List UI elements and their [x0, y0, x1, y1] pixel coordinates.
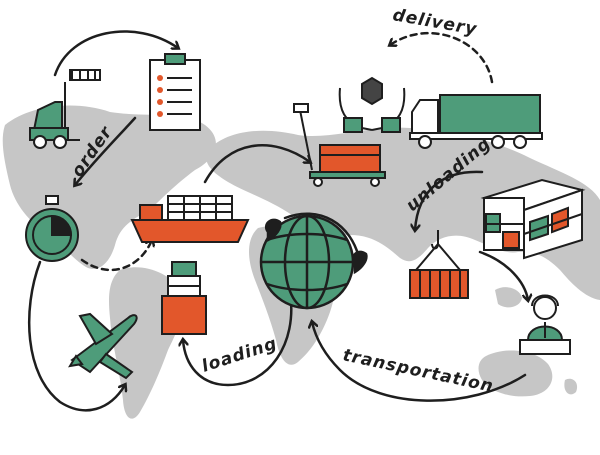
arrow-boxes-to-operator [478, 250, 528, 300]
cargo-ship-icon [130, 195, 250, 243]
flow-arrows [27, 30, 528, 412]
stopwatch-icon [25, 195, 79, 262]
truck-icon [409, 94, 543, 149]
arrow-globe-top [283, 212, 360, 262]
arrow-loading [183, 290, 293, 387]
forklift-icon [29, 69, 101, 149]
cargo-boxes-icon [480, 178, 586, 260]
hands-box-icon [338, 76, 406, 133]
clipboard-checklist-icon [149, 53, 201, 131]
crane-container-icon [409, 230, 469, 299]
operator-headset-icon [519, 294, 571, 355]
arrow-order-to-stopwatch [75, 116, 137, 185]
arrow-stopwatch-to-ship [80, 240, 152, 272]
container-stack-icon [161, 261, 207, 335]
pallet-jack-icon [293, 103, 386, 187]
arrow-transportation [312, 322, 527, 402]
arrow-unloading-to-crane [415, 170, 484, 230]
arrow-stopwatch-to-plane [27, 260, 125, 412]
airplane-icon [68, 312, 138, 380]
globe-icon [259, 214, 368, 310]
label-transportation: transportation [341, 345, 496, 397]
arrow-forklift-to-clipboard [53, 30, 178, 77]
arrow-ship-to-pallet [203, 144, 310, 184]
arrow-truck-to-hands [390, 31, 494, 84]
